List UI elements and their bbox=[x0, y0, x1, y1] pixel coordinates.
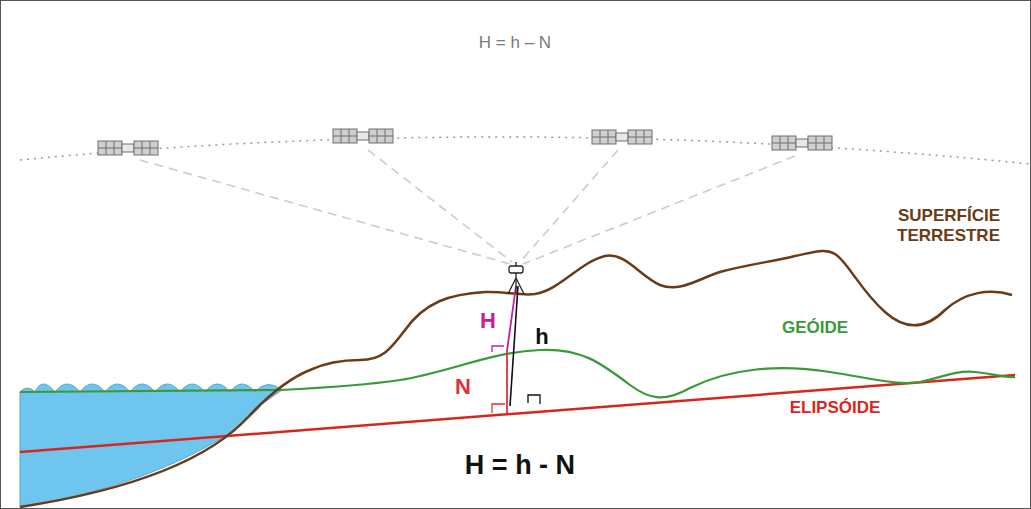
gnss-receiver bbox=[508, 262, 524, 294]
geoid-label: GEÓIDE bbox=[782, 318, 848, 338]
satellites bbox=[98, 129, 832, 155]
sea bbox=[20, 384, 282, 507]
H-line bbox=[507, 286, 516, 351]
ellipsoid-label: ELIPSÓIDE bbox=[790, 398, 881, 418]
surface-label: SUPERFÍCIE TERRESTRE bbox=[840, 206, 1000, 245]
height-label: N bbox=[455, 374, 471, 399]
right-angle-mark bbox=[528, 395, 540, 404]
signal-lines bbox=[140, 150, 795, 264]
formula-heading: H = h – N bbox=[479, 33, 551, 53]
right-angle-mark bbox=[492, 404, 505, 413]
orbit bbox=[20, 137, 1030, 164]
geoid-line bbox=[20, 350, 1015, 398]
height-label: h bbox=[535, 324, 548, 349]
ellipsoid-line bbox=[20, 375, 1015, 452]
N-line bbox=[506, 351, 508, 413]
earth-surface bbox=[20, 251, 1012, 507]
height-label: H bbox=[480, 308, 496, 333]
right-angle-mark bbox=[492, 346, 504, 352]
formula-label: H = h - N bbox=[465, 450, 575, 481]
